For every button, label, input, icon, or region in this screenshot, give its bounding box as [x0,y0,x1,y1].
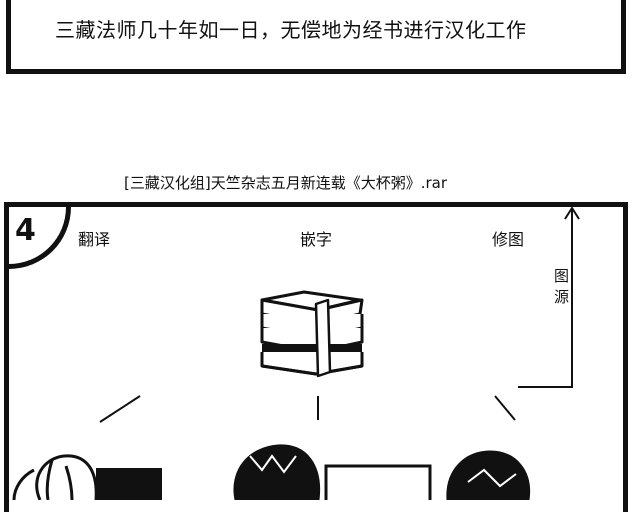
source-arrow [518,206,580,388]
panel-drawing [12,206,580,500]
filename-label: [三藏汉化组]天竺杂志五月新连载《大杯粥》.rar [124,174,448,192]
caption-text: 三藏法师几十年如一日，无偿地为经书进行汉化工作 [55,18,527,42]
role-retouch-label: 修图 [492,230,525,249]
panel-number: 4 [15,213,36,248]
character-typesetter [233,444,432,500]
character-translator [12,454,162,500]
role-typeset-label: 嵌字 [300,230,333,249]
scroll-stack-illustration [260,290,364,378]
role-translate-label: 翻译 [78,230,111,249]
caption-panel: 三藏法师几十年如一日，无偿地为经书进行汉化工作 [6,0,626,74]
role-connectors [99,395,516,423]
character-retoucher [446,450,531,500]
source-label: 图源 [552,268,570,310]
